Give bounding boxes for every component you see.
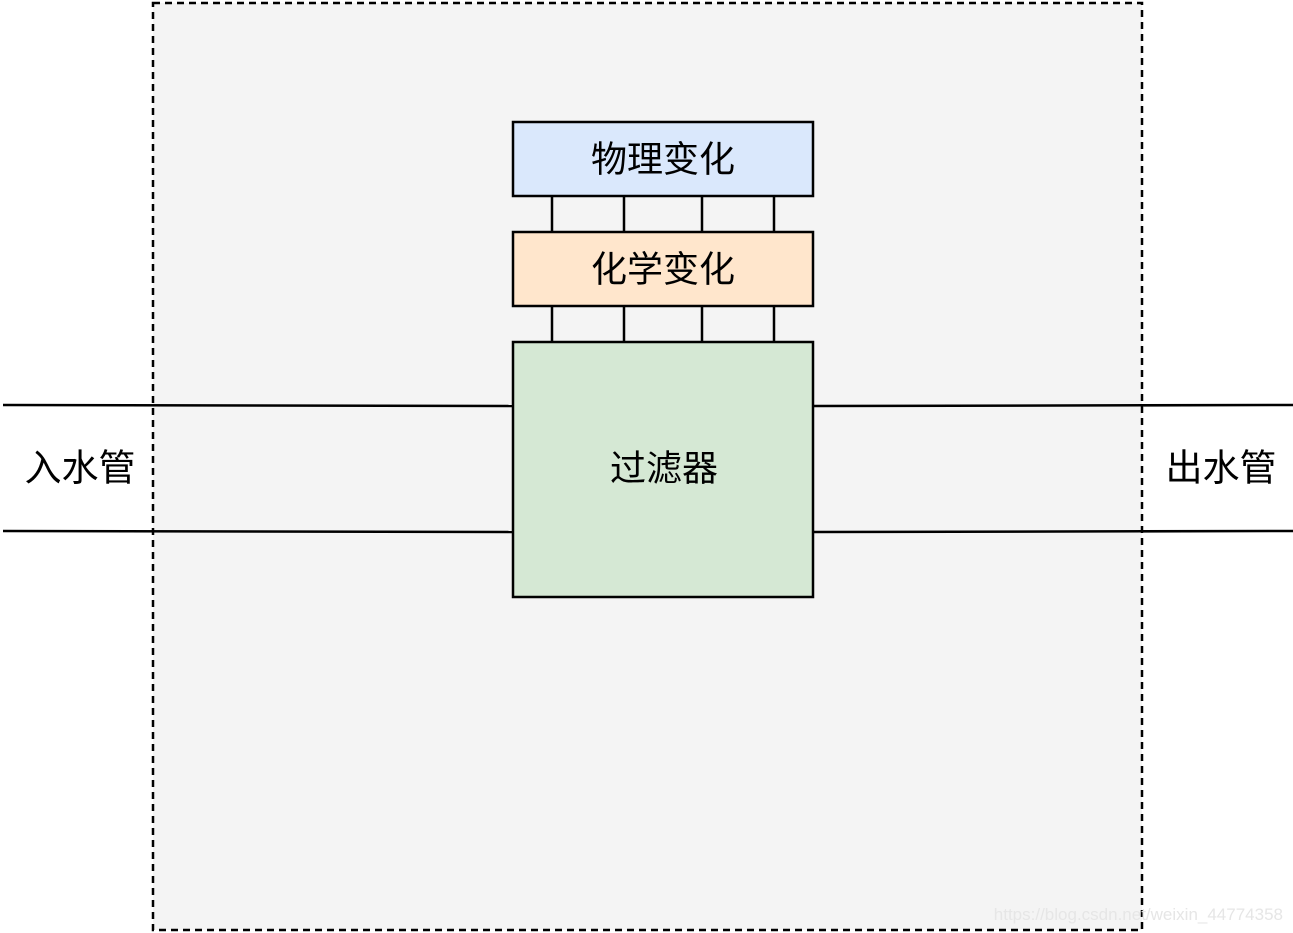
physical-change-box xyxy=(511,120,815,198)
outlet-pipe-bottom-line xyxy=(812,529,1293,534)
filter-label: 过滤器 xyxy=(610,449,718,490)
chemical-change-box xyxy=(511,230,815,308)
outlet-pipe-label: 出水管 xyxy=(1166,447,1277,490)
inlet-pipe-label: 入水管 xyxy=(25,447,136,490)
physical-change-label: 物理变化 xyxy=(591,140,735,181)
inlet-pipe-top-line xyxy=(2,403,513,408)
chemical-filter-connectors xyxy=(550,306,776,342)
physical-chemical-connectors xyxy=(550,196,776,232)
chemical-change-label: 化学变化 xyxy=(591,250,735,291)
inlet-pipe-bottom-line xyxy=(2,529,513,534)
outlet-pipe-top-line xyxy=(812,403,1293,408)
watermark-text: https://blog.csdn.net/weixin_44774358 xyxy=(994,905,1283,924)
filter-box xyxy=(511,340,815,599)
